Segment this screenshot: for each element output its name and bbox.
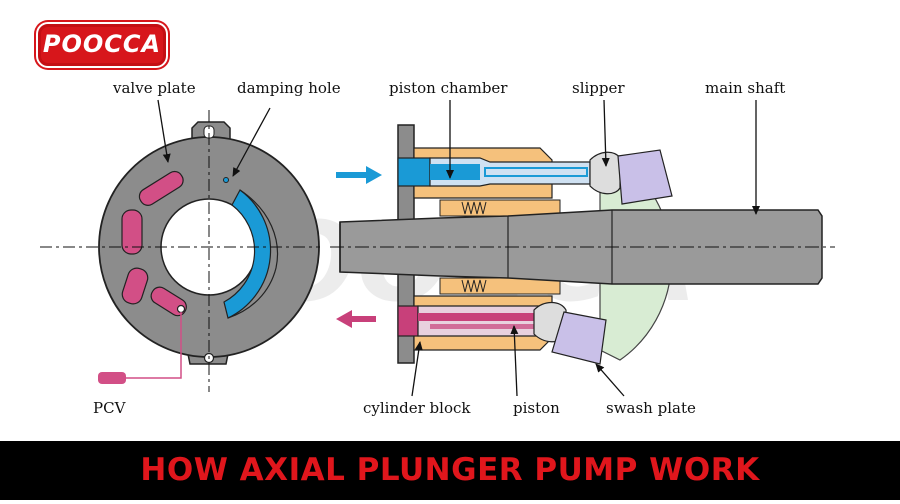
label-piston-chamber: piston chamber [389, 79, 508, 97]
pump-section [330, 124, 835, 365]
label-swash-plate: swash plate [606, 399, 696, 417]
label-cylinder-block: cylinder block [363, 399, 471, 417]
footer-title: HOW AXIAL PLUNGER PUMP WORK [140, 452, 760, 488]
label-piston: piston [513, 399, 560, 417]
spring [461, 201, 487, 293]
label-slipper: slipper [572, 79, 625, 97]
valve-plate [40, 110, 320, 392]
footer-banner: HOW AXIAL PLUNGER PUMP WORK [0, 441, 900, 500]
brand-logo-text: POOCCA [42, 30, 162, 58]
label-main-shaft: main shaft [705, 79, 786, 97]
label-valve-plate: valve plate [113, 79, 196, 97]
brand-logo: POOCCA [38, 24, 166, 66]
label-damping-hole: damping hole [237, 79, 341, 97]
leader-lines [157, 99, 760, 397]
label-pcv: PCV [93, 399, 126, 417]
